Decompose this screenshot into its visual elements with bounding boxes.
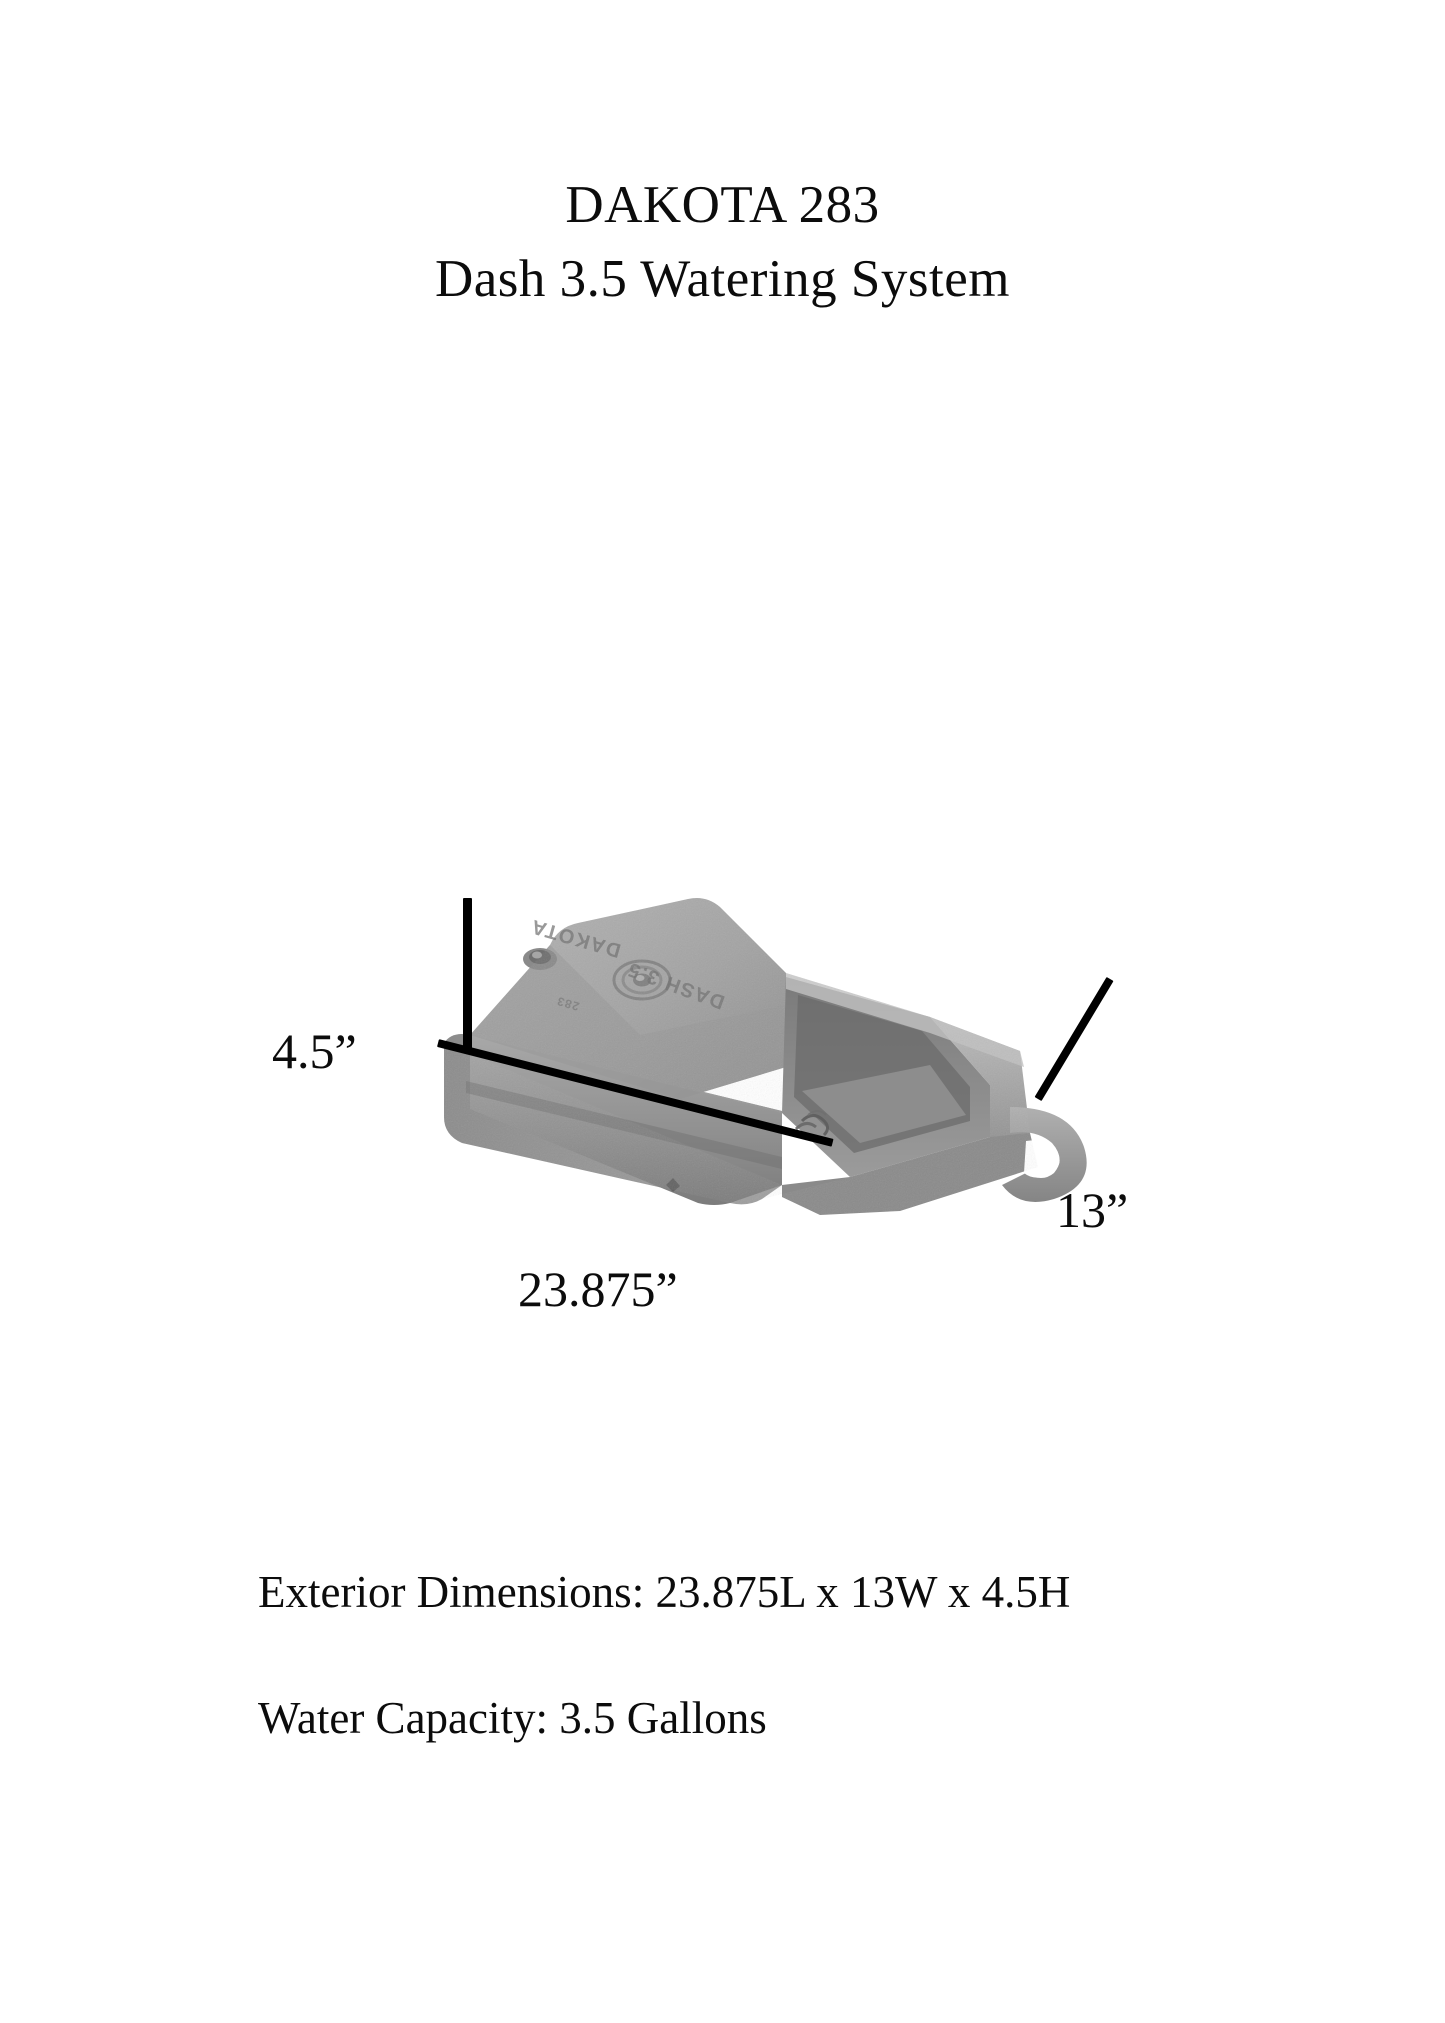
product-basin-floor	[802, 1065, 966, 1143]
product-float-valve	[794, 1110, 829, 1137]
title-line-model: DAKOTA 283	[565, 176, 880, 234]
dimension-label-length: 23.875”	[518, 1261, 678, 1317]
dimension-line-height	[463, 898, 472, 1053]
spec-exterior-dimensions: Exterior Dimensions: 23.875L x 13W x 4.5…	[258, 1567, 1071, 1617]
product-photo: DAKOTA 283 DASH 3.5	[430, 885, 1100, 1215]
product-surface-texture	[444, 898, 1038, 1215]
page-title: DAKOTA 283 Dash 3.5 Watering System	[0, 168, 1445, 316]
dimension-label-height: 4.5”	[272, 1023, 357, 1079]
title-line-product: Dash 3.5 Watering System	[435, 250, 1010, 308]
spec-water-capacity: Water Capacity: 3.5 Gallons	[258, 1693, 767, 1743]
product-figure: DAKOTA 283 DASH 3.5	[0, 640, 1445, 1420]
dimension-label-width: 13”	[1056, 1182, 1129, 1238]
specifications: Exterior Dimensions: 23.875L x 13W x 4.5…	[258, 1570, 1358, 1741]
